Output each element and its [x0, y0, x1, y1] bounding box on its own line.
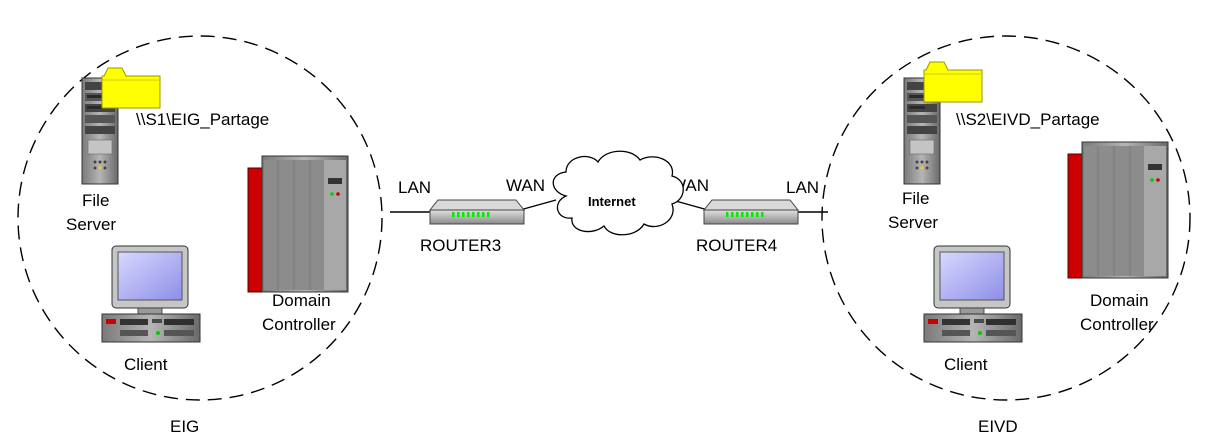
eig-dc-label-1: Domain	[272, 291, 331, 310]
eivd-client-label: Client	[944, 355, 988, 374]
eivd-file-server-label-2: Server	[888, 213, 938, 232]
eivd-domain-controller[interactable]	[1067, 141, 1169, 279]
eivd-file-server-label-1: File	[902, 189, 929, 208]
eivd-site-boundary	[821, 35, 1191, 401]
eig-site-boundary	[17, 35, 383, 401]
eig-client-label: Client	[124, 355, 168, 374]
router4-icon[interactable]	[703, 199, 799, 225]
eivd-dc-label-1: Domain	[1090, 291, 1149, 310]
router3-wan-link	[519, 199, 557, 211]
router3-label: ROUTER3	[420, 236, 501, 255]
eig-share-folder-icon	[101, 67, 161, 109]
eig-file-server-label-2: Server	[66, 215, 116, 234]
eivd-share-folder-icon	[923, 61, 983, 103]
eivd-client-computer[interactable]	[923, 245, 1023, 343]
internet-label: Internet	[588, 194, 636, 209]
eig-domain-controller[interactable]	[247, 155, 349, 293]
eivd-site-name: EIVD	[978, 417, 1018, 436]
eivd-lan-label: LAN	[786, 178, 819, 197]
router3-icon[interactable]	[429, 199, 525, 225]
eig-site-name: EIG	[170, 417, 199, 436]
eivd-dc-label-2: Controller	[1080, 315, 1154, 334]
router3-wan-label: WAN	[506, 176, 545, 195]
eig-share-path: \\S1\EIG_Partage	[136, 110, 269, 129]
eig-dc-label-2: Controller	[262, 315, 336, 334]
eig-lan-label: LAN	[398, 178, 431, 197]
router4-wan-link	[671, 199, 709, 211]
eig-file-server-label-1: File	[82, 191, 109, 210]
internet-cloud-icon[interactable]	[552, 150, 684, 236]
eig-client-computer[interactable]	[101, 245, 201, 343]
router4-label: ROUTER4	[696, 236, 777, 255]
eivd-share-path: \\S2\EIVD_Partage	[956, 110, 1100, 129]
